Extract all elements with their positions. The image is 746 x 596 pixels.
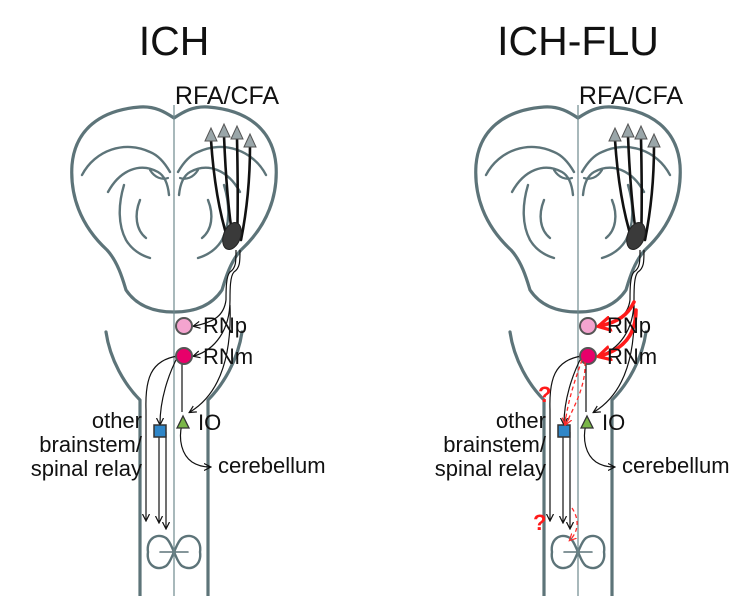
question-mark: ? xyxy=(538,382,551,407)
relay-label-line-1: other xyxy=(496,408,546,433)
question-mark: ? xyxy=(533,510,546,535)
cortex-label: RFA/CFA xyxy=(175,82,280,110)
io-label: IO xyxy=(198,410,221,435)
relay-label-line-3: spinal relay xyxy=(435,456,546,481)
relay-label-line-2: brainstem/ xyxy=(39,432,143,457)
rnp-label: RNp xyxy=(203,313,247,338)
relay-label-line-3: spinal relay xyxy=(31,456,142,481)
rnm-label: RNm xyxy=(203,344,253,369)
panel-ich: ICH RFA/CFA RNp RNm IO other brainstem/ … xyxy=(31,18,326,596)
io-label: IO xyxy=(602,410,625,435)
panel-title: ICH-FLU xyxy=(497,18,659,64)
panel-title: ICH xyxy=(139,18,210,64)
cortex-label: RFA/CFA xyxy=(579,82,684,110)
rnp-label: RNp xyxy=(607,313,651,338)
rnm-label: RNm xyxy=(607,344,657,369)
relay-label-line-1: other xyxy=(92,408,142,433)
relay-label-line-2: brainstem/ xyxy=(443,432,547,457)
cerebellum-label: cerebellum xyxy=(218,453,326,478)
cerebellum-label: cerebellum xyxy=(622,453,730,478)
panel-ich-flu: ICH-FLU RFA/CFA ? ? RNp RNm IO other bra… xyxy=(435,18,730,596)
